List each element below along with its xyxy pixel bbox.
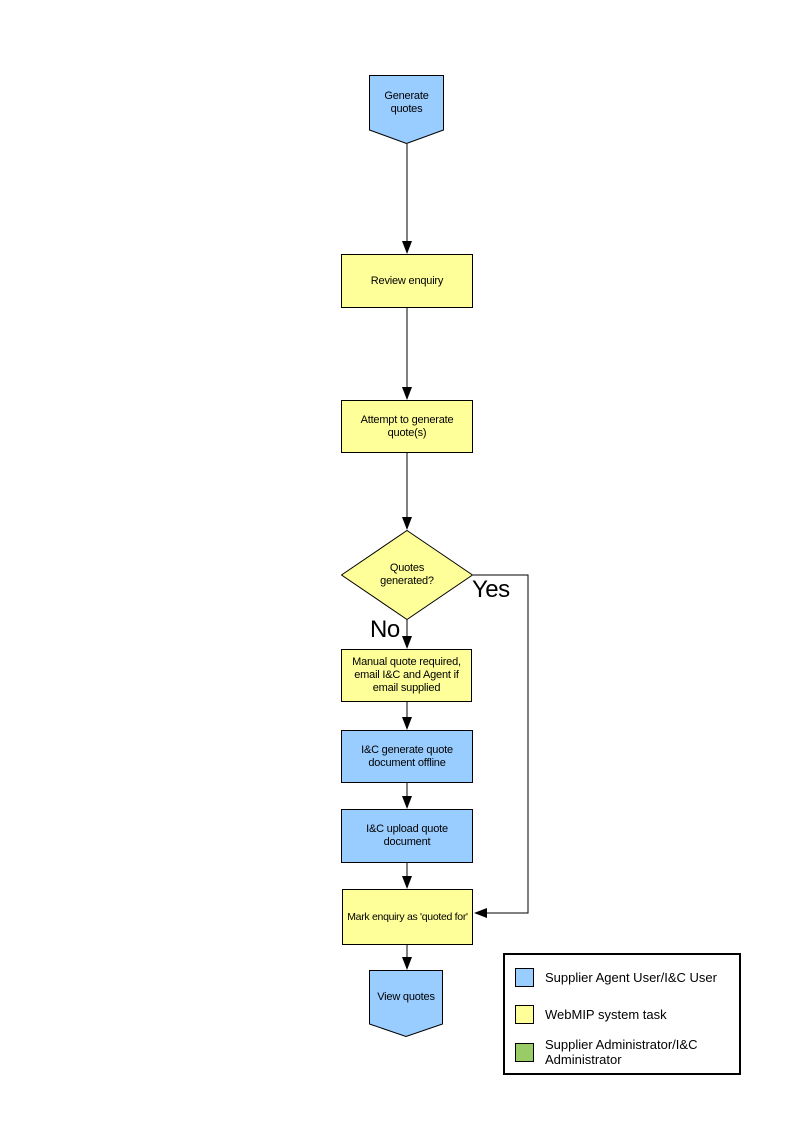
node-label: Manual quote required, email I&C and Age… bbox=[352, 656, 461, 694]
node-label: Attempt to generate quote(s) bbox=[360, 413, 454, 439]
edge-manual-to-icg bbox=[402, 702, 412, 730]
node-label: View quotes bbox=[377, 991, 435, 1003]
legend-swatch-blue bbox=[515, 968, 534, 987]
node-label: Quotes generated? bbox=[380, 562, 434, 587]
node-label: I&C generate quote document offline bbox=[361, 743, 453, 769]
node-label: I&C upload quote document bbox=[366, 823, 448, 848]
edge-decision-no-to-manual bbox=[402, 620, 412, 649]
node-attempt-generate: Attempt to generate quote(s) bbox=[341, 400, 473, 453]
node-icu-upload: I&C upload quote document bbox=[341, 809, 473, 863]
edge-decision-yes-to-mark bbox=[473, 574, 529, 918]
node-label: Generate quotes bbox=[384, 89, 429, 115]
edge-mark-to-view bbox=[402, 945, 412, 970]
edge-label-yes: Yes bbox=[472, 576, 510, 603]
legend: Supplier Agent User/I&C User WebMIP syst… bbox=[503, 953, 741, 1075]
node-manual-quote: Manual quote required, email I&C and Age… bbox=[341, 649, 472, 702]
node-label: Mark enquiry as 'quoted for' bbox=[347, 910, 468, 923]
decision-node-quotes-generated: Quotes generated? bbox=[341, 530, 473, 620]
legend-label: Supplier Agent User/I&C User bbox=[545, 970, 717, 985]
edge-attempt-to-decision bbox=[402, 453, 412, 530]
legend-item: Supplier Agent User/I&C User bbox=[515, 968, 733, 987]
legend-swatch-yellow bbox=[515, 1005, 534, 1024]
node-label: Review enquiry bbox=[370, 274, 444, 287]
node-mark-quoted: Mark enquiry as 'quoted for' bbox=[342, 889, 473, 945]
end-node-view-quotes: View quotes bbox=[369, 970, 443, 1037]
pentagon-shape bbox=[369, 970, 443, 1037]
node-icg-offline: I&C generate quote document offline bbox=[341, 730, 473, 783]
legend-item: Supplier Administrator/I&C Administrator bbox=[515, 1037, 733, 1067]
edge-icg-to-icu bbox=[402, 783, 412, 809]
edge-review-to-attempt bbox=[402, 308, 412, 400]
pentagon-shape bbox=[369, 75, 444, 144]
edge-icu-to-mark bbox=[402, 863, 412, 889]
edge-label-no: No bbox=[370, 616, 400, 643]
node-review-enquiry: Review enquiry bbox=[341, 254, 473, 308]
diamond-shape bbox=[341, 530, 473, 620]
legend-item: WebMIP system task bbox=[515, 1005, 733, 1024]
start-node-generate-quotes: Generate quotes bbox=[369, 75, 444, 144]
legend-swatch-green bbox=[515, 1042, 534, 1062]
edge-generate-to-review bbox=[402, 144, 412, 254]
legend-label: WebMIP system task bbox=[545, 1007, 667, 1022]
legend-label: Supplier Administrator/I&C Administrator bbox=[545, 1037, 698, 1067]
